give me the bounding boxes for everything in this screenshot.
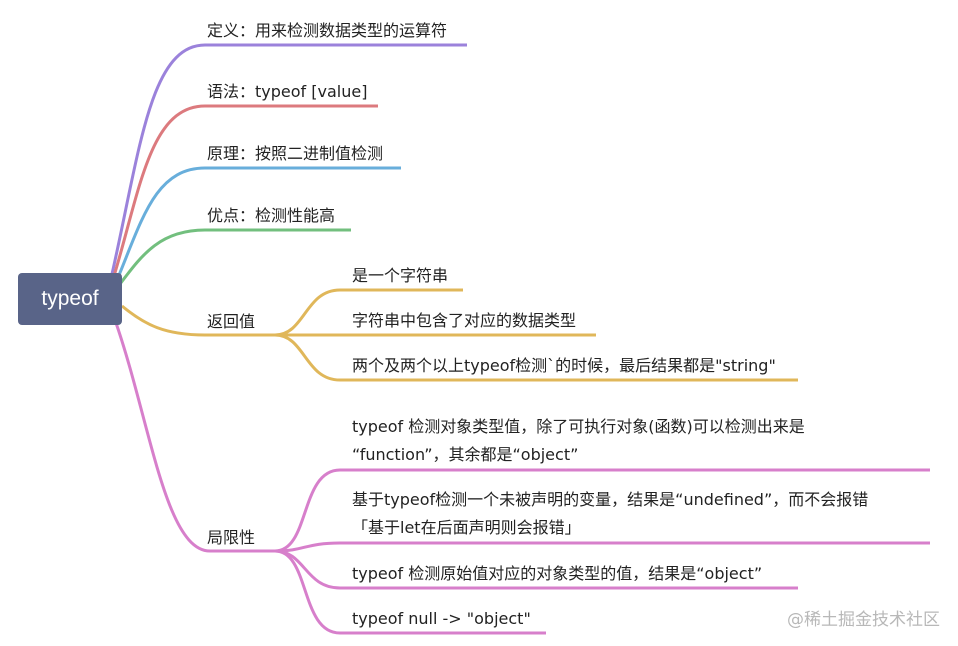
connector-rv-3: [274, 333, 798, 382]
return-value-item-2: 字符串中包含了对应的数据类型: [352, 311, 577, 330]
limitation-item-3: typeof 检测原始值对应的对象类型的值，结果是“object”: [352, 564, 763, 583]
connector-syntax: [112, 104, 378, 277]
connector-limitations: [113, 319, 275, 553]
return-value-item-3: 两个及两个以上typeof检测`的时候，最后结果都是"string": [352, 356, 776, 375]
limitation-item-4: typeof null -> "object": [352, 609, 531, 628]
root-node: typeof: [18, 273, 122, 325]
connector-lim-4: [274, 549, 546, 635]
connector-definition: [110, 43, 467, 275]
branch-syntax: 语法：typeof [value]: [207, 82, 368, 101]
limitation-item-2-line-1: 基于typeof检测一个未被声明的变量，结果是“undefined”，而不会报错: [352, 490, 869, 509]
connector-principle: [115, 166, 401, 281]
branch-limitations: 局限性: [207, 528, 256, 547]
connector-return-value: [121, 304, 275, 337]
branch-principle: 原理：按照二进制值检测: [207, 144, 384, 163]
limitation-item-2-line-2: 「基于let在后面声明则会报错」: [352, 518, 581, 537]
return-value-item-1: 是一个字符串: [352, 266, 449, 285]
branch-return-value: 返回值: [207, 312, 256, 331]
limitation-item-1-line-1: typeof 检测对象类型值，除了可执行对象(函数)可以检测出来是: [352, 417, 805, 436]
connector-lim-2: [274, 541, 930, 553]
connector-advantage: [118, 228, 351, 285]
connector-rv-1: [274, 288, 463, 337]
branch-advantage: 优点：检测性能高: [207, 206, 336, 225]
limitation-item-1-line-2: “function”，其余都是“object”: [352, 445, 579, 464]
connector-lim-1: [274, 468, 930, 553]
branch-definition: 定义：用来检测数据类型的运算符: [207, 21, 448, 40]
watermark: @稀土掘金技术社区: [787, 610, 940, 630]
